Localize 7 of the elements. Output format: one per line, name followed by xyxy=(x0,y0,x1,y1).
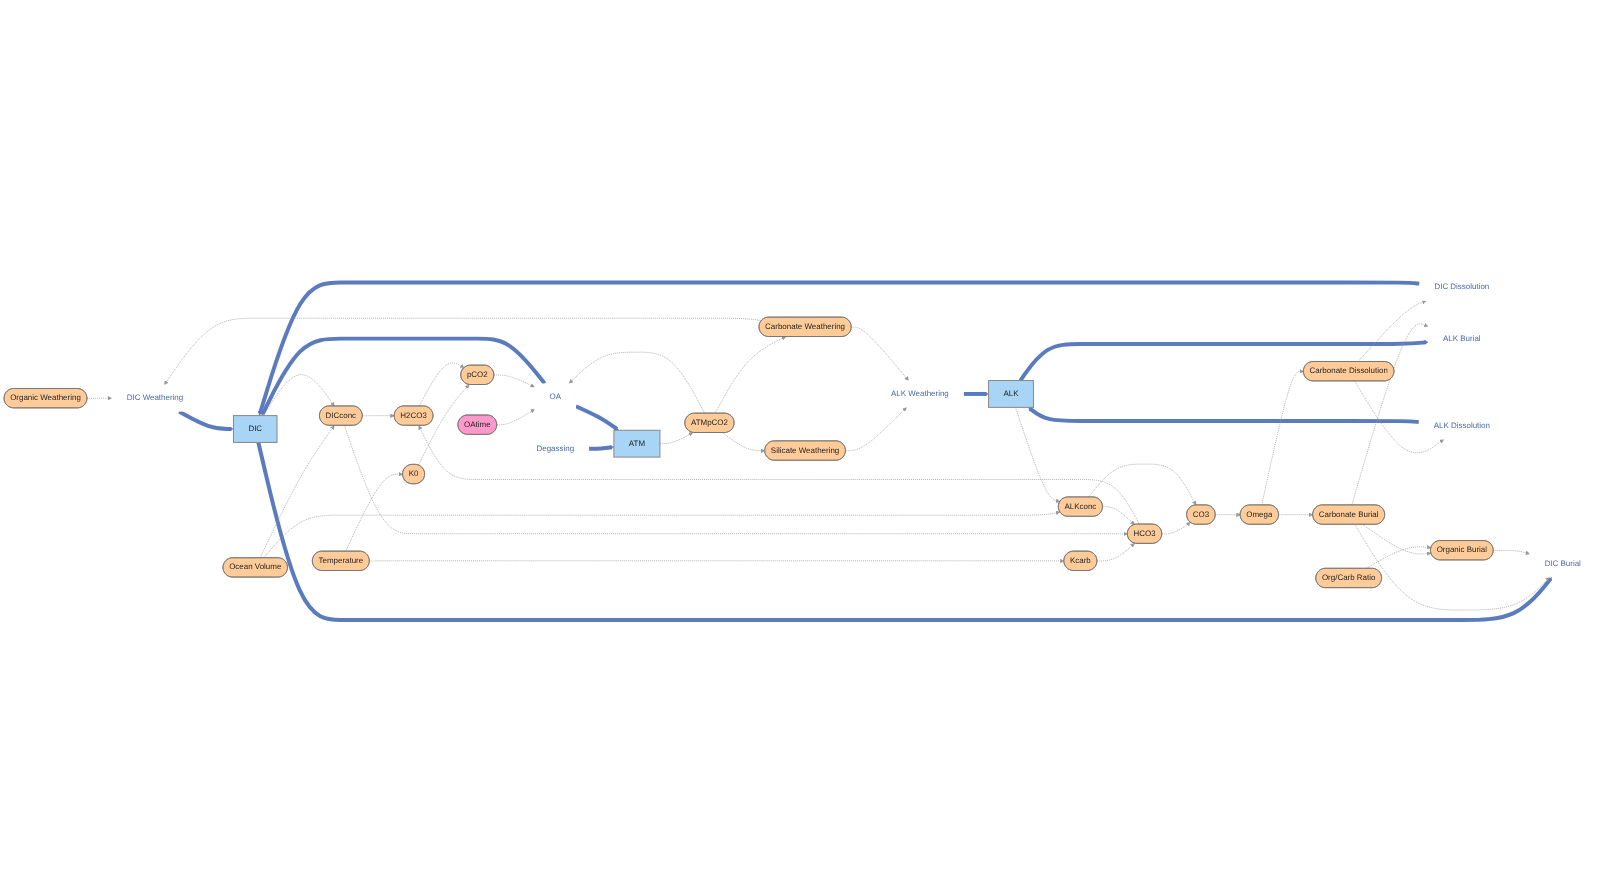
arrow xyxy=(963,391,989,397)
arrow xyxy=(1018,340,1429,382)
arrow xyxy=(575,404,619,431)
arrow xyxy=(589,445,615,451)
arrow xyxy=(178,409,234,432)
arrow xyxy=(256,442,1553,622)
arrow xyxy=(1028,407,1420,425)
